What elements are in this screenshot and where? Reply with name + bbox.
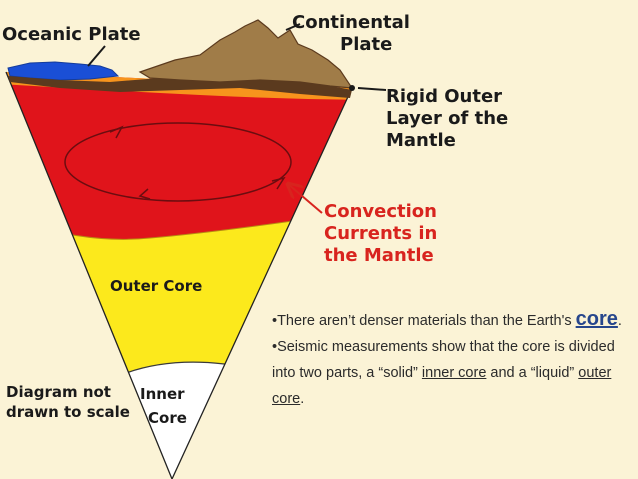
convection-label-line3: the Mantle — [324, 245, 434, 266]
continental-plate-label-line1: Continental — [292, 12, 410, 33]
core-link[interactable]: core — [575, 308, 618, 330]
oceanic-leader — [87, 45, 106, 67]
note-bullet-2-text: •Seismic measurements show that the core… — [272, 339, 615, 381]
oceanic-plate-label: Oceanic Plate — [2, 24, 141, 45]
rigid-outer-label-line1: Rigid Outer — [386, 86, 503, 107]
convection-arrow-top — [109, 125, 124, 139]
scale-note-line2: drawn to scale — [6, 403, 130, 421]
continental-leader — [285, 23, 301, 31]
continental-plate-label: Continental Plate — [292, 12, 410, 56]
convection-label-line1: Convection — [324, 201, 437, 222]
note-bullet-2-end: . — [300, 391, 305, 407]
convection-label: Convection Currents in the Mantle — [324, 201, 437, 267]
inner-core-label-line1: Inner — [140, 385, 185, 403]
continental-plate-shape — [138, 19, 354, 89]
scale-note: Diagram not drawn to scale — [6, 382, 130, 422]
outer-core-link[interactable]: outer core — [272, 365, 612, 407]
note-bullet-1-end: . — [617, 313, 622, 329]
convection-arrow-bottom — [138, 188, 151, 200]
note-bullet-1: •There aren’t denser materials than the … — [272, 306, 622, 334]
notes-textbox: •There aren’t denser materials than the … — [272, 306, 622, 412]
rigid-outer-dot — [349, 85, 355, 91]
rigid-outer-leader — [357, 87, 387, 91]
note-bullet-1-text: •There aren’t denser materials than the … — [272, 313, 576, 329]
note-bullet-2: •Seismic measurements show that the core… — [272, 334, 622, 412]
note-bullet-2-mid: and a “liquid” — [486, 365, 579, 381]
outer-core-label: Outer Core — [110, 277, 203, 295]
wedge-outline — [5, 71, 353, 479]
inner-core-label: Inner Core — [140, 384, 187, 428]
rigid-outer-label-line3: Mantle — [386, 130, 456, 151]
convection-label-line2: Currents in — [324, 223, 438, 244]
scale-note-line1: Diagram not — [6, 383, 111, 401]
rigid-outer-label-line2: Layer of the — [386, 108, 509, 129]
inner-core-link[interactable]: inner core — [421, 365, 487, 381]
rigid-outer-label: Rigid Outer Layer of the Mantle — [386, 86, 508, 152]
convection-loop — [64, 122, 292, 202]
inner-core-label-line2: Core — [148, 409, 187, 427]
convection-arrow-right — [271, 176, 286, 190]
continental-plate-label-line2: Plate — [340, 34, 393, 55]
convection-leader — [288, 184, 323, 214]
